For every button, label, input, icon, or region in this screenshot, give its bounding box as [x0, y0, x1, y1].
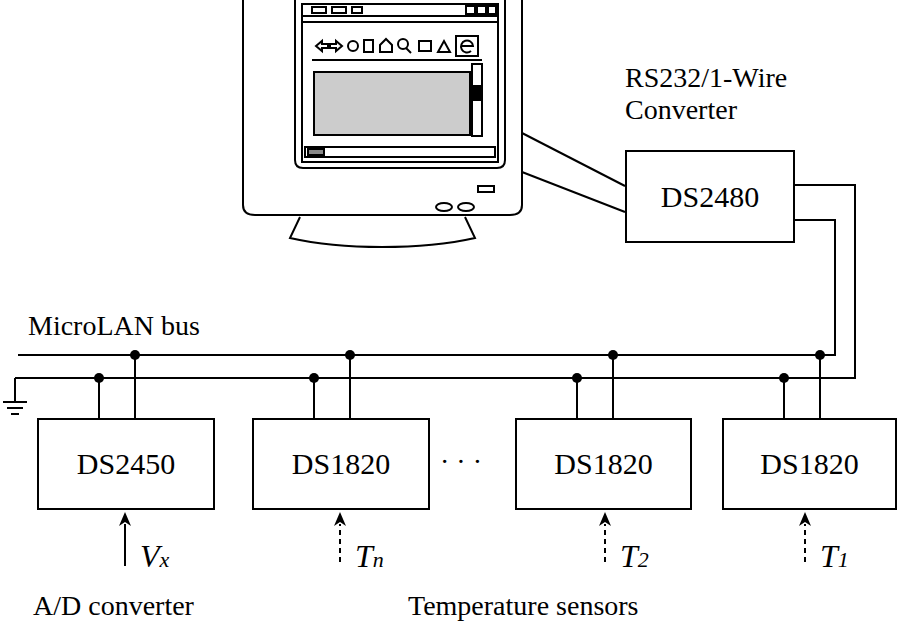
ground-symbol — [11, 413, 19, 415]
arrow-head — [119, 512, 131, 526]
logo-frame — [456, 36, 478, 56]
browser-window — [302, 4, 498, 162]
bus-line — [15, 377, 100, 379]
power-light — [478, 186, 494, 192]
signal-name: Tn — [355, 540, 384, 572]
window-button — [488, 6, 496, 14]
input-arrow — [804, 524, 806, 562]
converter-label: RS232/1-Wire Converter — [625, 62, 840, 126]
ellipsis: · · · — [440, 446, 482, 478]
signal-name: Vx — [140, 540, 169, 572]
monitor-screen — [295, 0, 505, 168]
sensor-box: DS1820 — [252, 418, 430, 510]
scrollbar — [472, 64, 482, 136]
junction-dot — [779, 373, 789, 383]
part-name: DS1820 — [292, 447, 390, 481]
window-button — [477, 6, 486, 14]
serial-wire — [522, 172, 625, 212]
part-name: DS1820 — [760, 447, 858, 481]
input-arrow — [339, 524, 341, 562]
monitor-stand — [290, 217, 475, 247]
part-name: DS2450 — [77, 447, 175, 481]
window-button — [466, 6, 475, 14]
group-label: Temperature sensors — [408, 590, 639, 622]
home-icon — [380, 39, 392, 52]
menu-item — [332, 7, 346, 13]
data-wire — [350, 220, 835, 418]
data-wire — [135, 220, 835, 418]
junction-dot — [572, 373, 582, 383]
toolbar-line — [302, 21, 498, 23]
content-area — [314, 72, 470, 135]
ground-symbol — [7, 407, 23, 409]
junction-dot — [94, 373, 104, 383]
menu-item — [352, 7, 362, 13]
monitor-knob — [458, 203, 474, 211]
part-name: DS1820 — [554, 447, 652, 481]
data-wire — [613, 220, 835, 418]
input-arrow — [604, 524, 606, 562]
junction-dot — [608, 350, 618, 360]
adc-box: DS2450 — [37, 418, 215, 510]
monitor-bezel — [243, 0, 522, 215]
sensor-box: DS1820 — [722, 418, 897, 510]
junction-dot — [345, 350, 355, 360]
arrow-head — [334, 512, 346, 526]
status-bar — [305, 147, 495, 157]
forward-icon — [330, 41, 342, 51]
converter-box: DS2480 — [625, 150, 795, 243]
bus-line — [18, 354, 135, 356]
back-icon — [316, 41, 328, 51]
junction-dot — [309, 373, 319, 383]
status-item — [308, 149, 324, 155]
junction-dot — [130, 350, 140, 360]
mail-icon — [438, 41, 450, 52]
monitor-knob — [436, 203, 452, 211]
ground-wire — [14, 378, 16, 402]
bus-label: MicroLAN bus — [28, 310, 200, 342]
page-icon — [364, 40, 373, 52]
print-icon — [419, 41, 431, 51]
data-wire — [795, 220, 835, 418]
signal-name: T2 — [620, 540, 649, 572]
search-icon — [406, 48, 411, 53]
group-label: A/D converter — [33, 590, 194, 622]
sensor-box: DS1820 — [515, 418, 692, 510]
scroll-thumb — [474, 86, 480, 100]
address-bar — [312, 59, 482, 61]
arrow-head — [599, 512, 611, 526]
ground-symbol — [3, 401, 27, 403]
input-arrow — [124, 524, 126, 566]
arrow-head — [799, 512, 811, 526]
title-bar — [302, 4, 498, 16]
menu-item — [312, 7, 326, 13]
part-name: DS2480 — [661, 180, 759, 214]
signal-name: T1 — [820, 540, 849, 572]
logo-icon — [461, 41, 473, 53]
stop-icon — [348, 41, 358, 51]
junction-dot — [815, 350, 825, 360]
